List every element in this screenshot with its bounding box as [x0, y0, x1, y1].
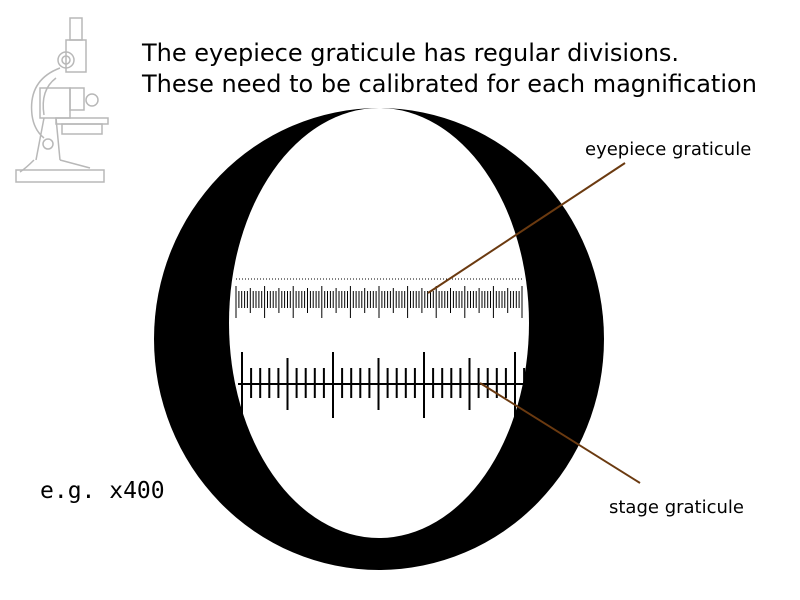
stage-graticule-label: stage graticule: [609, 497, 744, 518]
microscope-icon: [15, 17, 109, 183]
eyepiece-field-of-view: [154, 108, 604, 570]
eyepiece-pointer-line: [427, 162, 626, 294]
magnification-label: e.g. x400: [40, 478, 165, 504]
stage-graticule-scale: [238, 352, 526, 418]
title-line-1: The eyepiece graticule has regular divis…: [142, 39, 680, 67]
stage-pointer-line: [479, 382, 641, 484]
eyepiece-graticule-scale: [235, 278, 523, 318]
eyepiece-graticule-label: eyepiece graticule: [585, 139, 752, 160]
title-line-2: These need to be calibrated for each mag…: [142, 70, 757, 98]
